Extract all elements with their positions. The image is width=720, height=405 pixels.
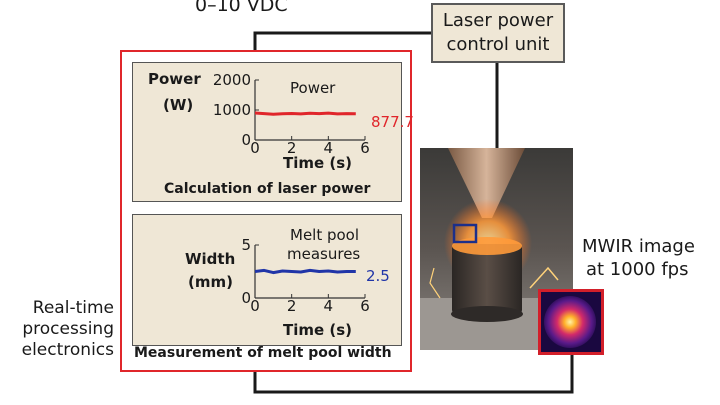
width-end-value: 2.5: [366, 267, 390, 285]
power-chart-panel: Power (W) Power 0 2 4 6 0 1000 2000 Time (s) 8…: [132, 62, 414, 202]
power-ytick-label-0: 0: [241, 131, 251, 149]
power-xtick-label-1: 2: [287, 139, 297, 157]
part-base: [451, 306, 523, 322]
width-xlabel: Time (s): [283, 321, 353, 339]
processing-electronics-label: Real-time processing electronics: [2, 298, 114, 361]
processing-label-line3: electronics: [21, 340, 114, 360]
laser-nozzle: [448, 148, 525, 218]
deposited-part: [452, 244, 522, 314]
power-ylabel-line2: (W): [163, 96, 194, 114]
width-xtick-label-2: 4: [324, 297, 334, 315]
width-xtick-label-1: 2: [287, 297, 297, 315]
power-xtick-label-2: 4: [324, 139, 334, 157]
signal-wire: [253, 31, 431, 50]
power-chart-title: Power: [290, 79, 336, 97]
power-chart-plot: 0 2 4 6 0 1000 2000: [213, 71, 370, 157]
width-xtick-label-3: 6: [360, 297, 370, 315]
mwir-label-line1: MWIR image: [582, 236, 695, 257]
width-ytick-label-0: 0: [241, 289, 251, 307]
power-ytick-label-1: 1000: [213, 101, 251, 119]
width-ytick-label-1: 5: [241, 236, 251, 254]
spark-1: [529, 266, 559, 289]
power-ytick-label-2: 2000: [213, 71, 251, 89]
power-ylabel-line1: Power: [148, 70, 201, 88]
width-ylabel-line1: Width: [185, 250, 236, 268]
width-chart-caption: Measurement of melt pool width: [134, 345, 392, 361]
part-top-glow: [452, 237, 522, 255]
thermal-heatmap: [541, 292, 601, 352]
processing-electronics-frame: Power (W) Power 0 2 4 6 0 1000 2000 Time (s) 8…: [120, 50, 414, 372]
processing-label-line1: Real-time: [32, 298, 114, 318]
width-chart-plot: 0 2 4 6 0 5: [241, 236, 370, 315]
control-unit-line2: control unit: [446, 34, 550, 55]
power-xtick-label-3: 6: [360, 139, 370, 157]
width-ylabel-line2: (mm): [188, 273, 233, 291]
width-chart-title-line1: Melt pool: [290, 226, 360, 244]
laser-power-control-unit: Laser power control unit: [431, 3, 565, 63]
power-end-value: 877.7: [371, 113, 414, 131]
camera-feedback-wire: [253, 355, 574, 394]
signal-label: 0–10 VDC: [195, 0, 288, 16]
width-chart-title-line2: measures: [287, 245, 361, 263]
power-xlabel: Time (s): [283, 154, 353, 172]
mwir-label-line2: at 1000 fps: [586, 259, 689, 280]
width-xtick-label-0: 0: [250, 297, 260, 315]
spark-2: [429, 267, 441, 299]
processing-label-line2: processing: [22, 319, 114, 339]
mwir-thermal-image: [538, 289, 604, 355]
control-unit-line1: Laser power: [442, 10, 554, 31]
thermal-hotspot: [544, 296, 596, 348]
melt-pool-roi-box: [452, 223, 478, 244]
power-xtick-label-0: 0: [250, 139, 260, 157]
power-series-line-0: [254, 111, 356, 116]
width-chart-panel: Melt pool measures Width (mm) 0 2 4 6 0 5 Tim…: [132, 214, 402, 346]
power-chart-caption: Calculation of laser power: [164, 181, 371, 197]
width-series-line-0: [254, 268, 356, 275]
